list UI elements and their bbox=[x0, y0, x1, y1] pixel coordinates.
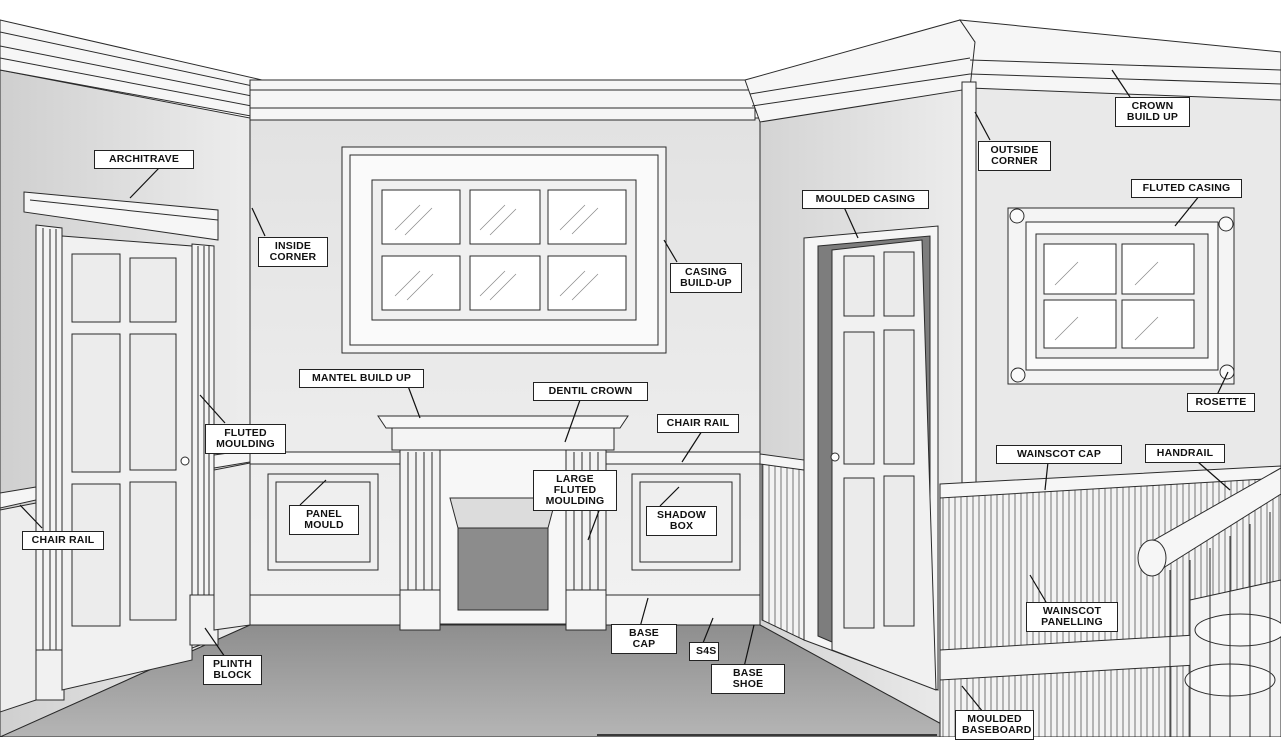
panel-moulds bbox=[267, 473, 741, 571]
label-mantel-build-up: MANTEL BUILD UP bbox=[299, 369, 424, 388]
label-large-fluted-moulding: LARGE FLUTED MOULDING bbox=[533, 470, 617, 511]
label-wainscot-cap: WAINSCOT CAP bbox=[996, 445, 1122, 464]
label-crown-build-up: CROWN BUILD UP bbox=[1115, 97, 1190, 127]
label-wainscot-panelling: WAINSCOT PANELLING bbox=[1026, 602, 1118, 632]
back-chair-rail bbox=[249, 451, 761, 626]
label-moulded-baseboard: MOULDED BASEBOARD bbox=[955, 710, 1034, 740]
outside-corner-trim bbox=[961, 81, 977, 493]
label-casing-build-up: CASING BUILD-UP bbox=[670, 263, 742, 293]
label-chair-rail-center: CHAIR RAIL bbox=[657, 414, 739, 433]
label-base-cap: BASE CAP bbox=[611, 624, 677, 654]
label-plinth-block: PLINTH BLOCK bbox=[203, 655, 262, 685]
label-handrail: HANDRAIL bbox=[1145, 444, 1225, 463]
label-shadow-box: SHADOW BOX bbox=[646, 506, 717, 536]
label-moulded-casing: MOULDED CASING bbox=[802, 190, 929, 209]
right-side-wainscot bbox=[759, 453, 805, 641]
label-architrave: ARCHITRAVE bbox=[94, 150, 194, 169]
right-door bbox=[803, 225, 939, 691]
casing-window bbox=[341, 146, 667, 354]
label-rosette: ROSETTE bbox=[1187, 393, 1255, 412]
left-chair-rail bbox=[0, 449, 251, 713]
label-outside-corner: OUTSIDE CORNER bbox=[978, 141, 1051, 171]
label-base-shoe: BASE SHOE bbox=[711, 664, 785, 694]
label-dentil-crown: DENTIL CROWN bbox=[533, 382, 648, 401]
fireplace bbox=[377, 415, 629, 631]
label-chair-rail-left: CHAIR RAIL bbox=[22, 531, 104, 550]
label-s4s: S4S bbox=[689, 642, 719, 661]
left-door bbox=[23, 191, 219, 701]
leader-lines bbox=[19, 69, 1231, 713]
staircase bbox=[1137, 467, 1281, 737]
label-fluted-moulding: FLUTED MOULDING bbox=[205, 424, 286, 454]
label-inside-corner: INSIDE CORNER bbox=[258, 237, 328, 267]
label-panel-mould: PANEL MOULD bbox=[289, 505, 359, 535]
fluted-window bbox=[1007, 207, 1235, 385]
label-fluted-casing: FLUTED CASING bbox=[1131, 179, 1242, 198]
crown-moulding bbox=[0, 19, 1281, 123]
